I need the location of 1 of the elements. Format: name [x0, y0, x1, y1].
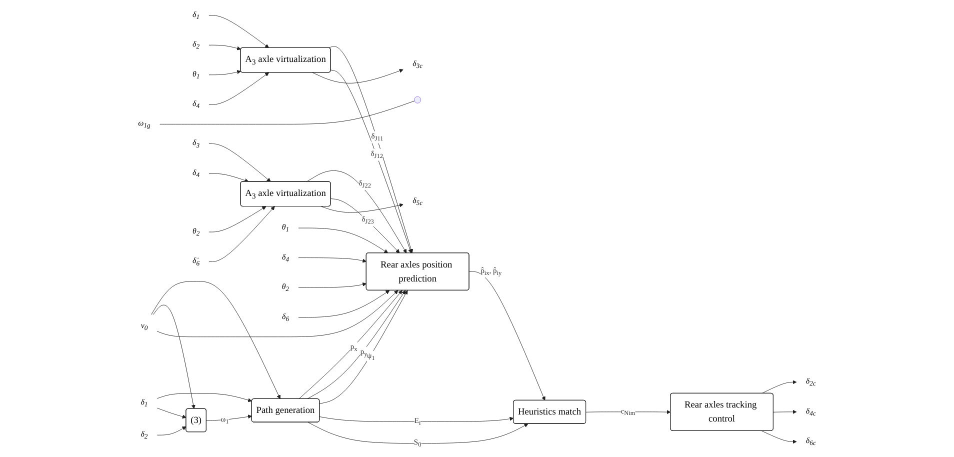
connector: [159, 100, 415, 124]
